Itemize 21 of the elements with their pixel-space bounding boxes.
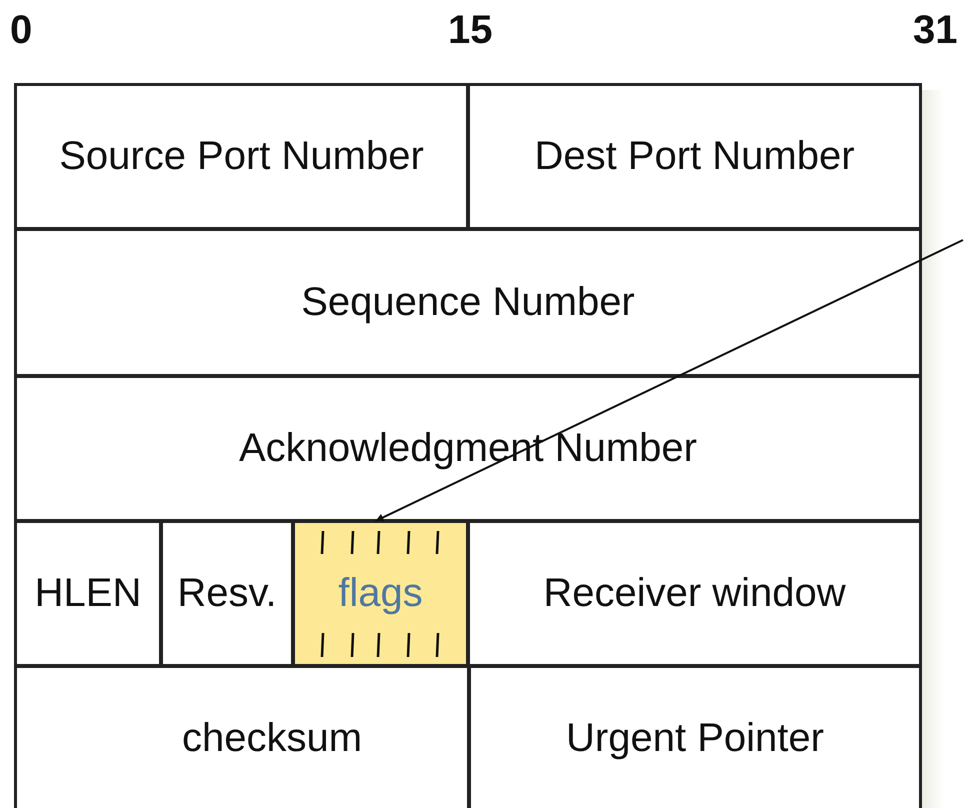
header-field — [467, 520, 922, 667]
header-field — [14, 228, 922, 377]
header-field — [292, 520, 469, 667]
bit-position-label: 15 — [448, 8, 492, 53]
header-field — [468, 665, 922, 808]
field-label: Receiver window — [543, 571, 846, 616]
header-field — [14, 520, 162, 667]
bit-position-label: 0 — [10, 8, 32, 53]
field-label: flags — [338, 571, 423, 616]
field-label: Dest Port Number — [534, 134, 855, 179]
header-field — [14, 665, 470, 808]
header-field — [467, 83, 922, 230]
bit-position-label: 31 — [913, 8, 958, 53]
field-label: Urgent Pointer — [566, 716, 824, 761]
header-field — [14, 83, 469, 230]
field-label: Sequence Number — [301, 280, 635, 325]
arrow — [375, 239, 964, 522]
field-label: checksum — [182, 716, 362, 761]
field-label: HLEN — [34, 571, 142, 616]
field-label: Source Port Number — [59, 134, 424, 179]
field-label: Resv. — [177, 571, 277, 616]
